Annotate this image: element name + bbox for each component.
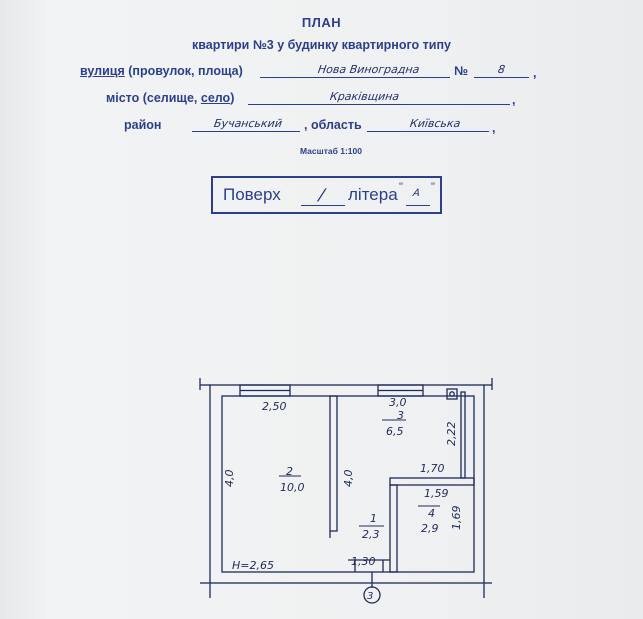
scale-label: Масштаб 1:100	[300, 146, 362, 156]
room-3-number: 3	[397, 409, 404, 422]
street-label-group: вулиця (провулок, площа)	[80, 64, 243, 78]
number-label: №	[454, 64, 468, 78]
section-marker-number: 3	[367, 591, 373, 602]
letter-line	[406, 205, 430, 206]
floor-box: Поверх / літера " А "	[211, 176, 442, 214]
dim-40-mid: 4,0	[342, 470, 355, 488]
height-label: H=2,65	[232, 559, 274, 572]
section-marker	[363, 586, 381, 604]
city-label-close: )	[230, 91, 235, 105]
floor-label: Поверх	[223, 185, 281, 204]
letter-quote-close: "	[431, 181, 435, 193]
district-label: район	[124, 118, 162, 132]
room-3-area: 6,5	[386, 425, 404, 438]
street-label-rest: (провулок, площа)	[124, 64, 243, 78]
wall-room4-left	[389, 484, 398, 573]
comma-2: ,	[512, 93, 516, 107]
outer-wall-outer	[209, 384, 485, 584]
vent-shaft	[446, 388, 458, 400]
letter-label: літера	[348, 185, 398, 204]
room-1-area: 2,3	[362, 528, 380, 541]
number-line	[474, 77, 529, 78]
room-4-area: 2,9	[421, 522, 439, 535]
room-4-number: 4	[428, 507, 435, 520]
district-line	[192, 131, 300, 132]
room-2-area: 10,0	[280, 481, 305, 494]
street-line	[260, 77, 450, 78]
street-label-underlined: вулиця	[80, 64, 125, 78]
city-line	[248, 104, 510, 105]
region-label: , область	[304, 118, 362, 132]
wall-room3-room4	[389, 477, 475, 486]
room-2-number: 2	[286, 465, 293, 478]
dim-130: 1,30	[351, 555, 376, 568]
city-label-group: місто (селище, село)	[106, 91, 234, 105]
dim-222: 2,22	[445, 422, 458, 447]
letter-quote-open: "	[399, 181, 403, 193]
partition-wall	[329, 395, 338, 532]
region-line	[367, 131, 489, 132]
city-label-village: село	[200, 91, 231, 105]
comma-1: ,	[533, 66, 537, 80]
dim-30: 3,0	[389, 396, 407, 409]
dim-250: 2,50	[262, 400, 287, 413]
dim-159: 1,59	[424, 487, 449, 500]
dim-40-left: 4,0	[223, 470, 236, 488]
doc-title: ПЛАН	[301, 15, 342, 30]
comma-3: ,	[492, 121, 496, 135]
dim-169: 1,69	[450, 506, 463, 531]
dim-170: 1,70	[420, 462, 445, 475]
room-1-number: 1	[370, 512, 377, 525]
doc-subtitle: квартири №3 у будинку квартирного типу	[192, 38, 451, 52]
floor-line	[301, 205, 345, 206]
city-label-main: місто (селище,	[106, 91, 201, 105]
